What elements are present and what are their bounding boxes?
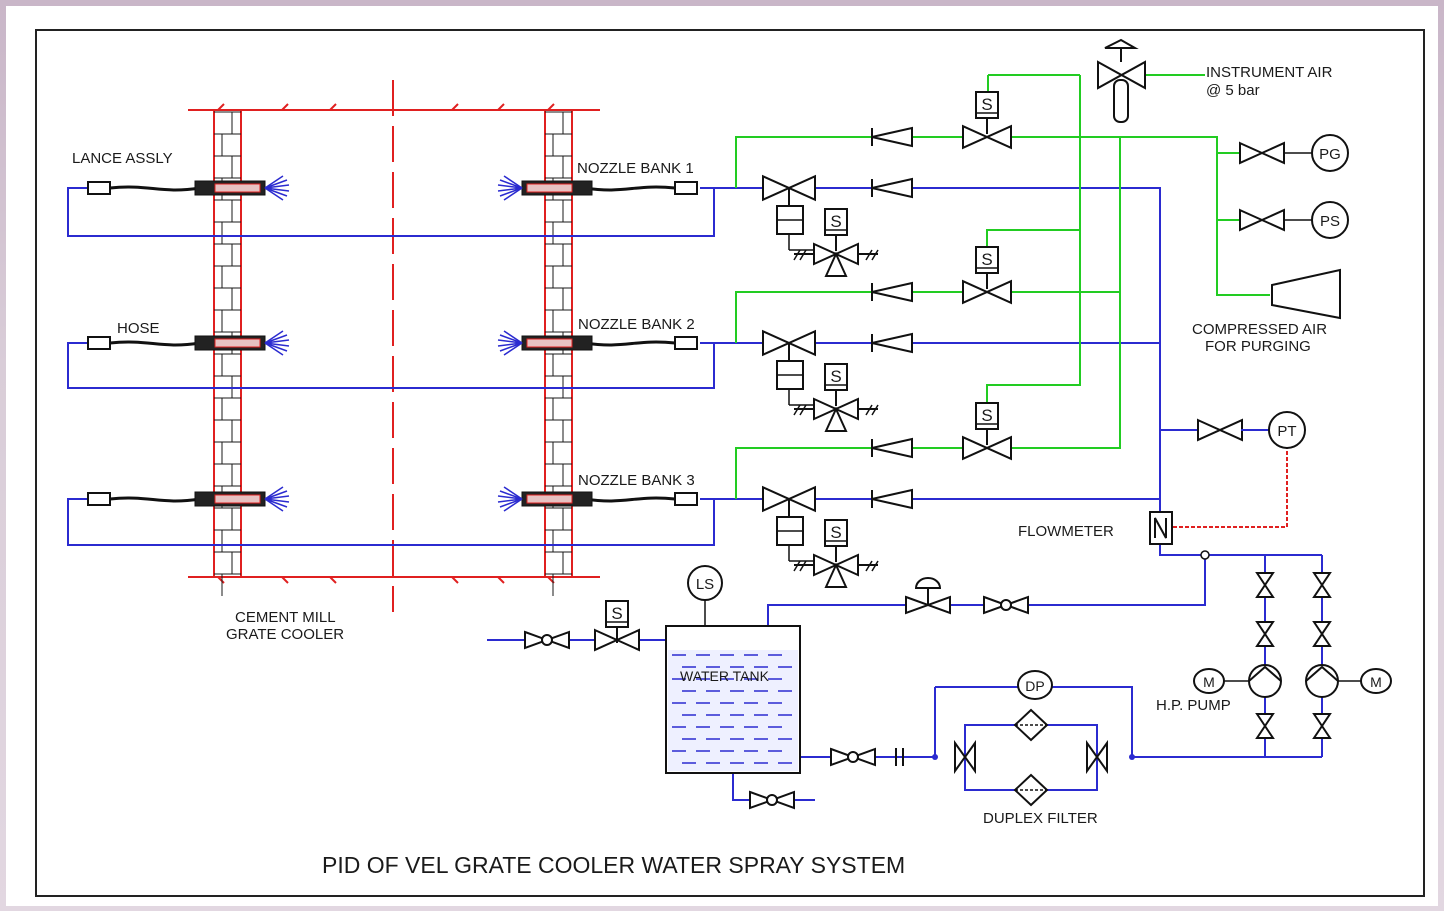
solenoid-water-1: S [824,208,848,251]
lance-right-3 [497,486,698,512]
solenoid-s-label: S [611,604,622,623]
motor-left: M [1193,668,1249,694]
solenoid-s-label: S [830,212,841,231]
air-filter-regulator [1097,38,1146,123]
solenoid-water-2: S [824,363,848,406]
check-valve-air-3 [871,437,913,459]
hp-pump-1 [1248,664,1282,698]
drawing-frame [35,29,1425,897]
instrument-dp-label: DP [1025,678,1044,694]
solenoid-water-3: S [824,519,848,562]
instrument-ls: LS [687,565,723,626]
label-water-tank: WATER TANK [680,668,770,684]
instrument-pt-label: PT [1277,423,1296,440]
label-lance-assly: LANCE ASSLY [72,150,173,167]
pump-suction-valve-2 [1312,572,1332,598]
pump-check-valve-1 [1255,621,1275,647]
solenoid-air-2: S [975,246,999,289]
label-instrument-air-2: @ 5 bar [1206,82,1260,99]
label-duplex-filter: DUPLEX FILTER [983,810,1098,827]
label-compressed-air-1: COMPRESSED AIR [1192,321,1327,338]
solenoid-air-3: S [975,402,999,445]
motor-left-label: M [1203,674,1215,690]
three-way-valve-3 [793,553,879,588]
filter-element-1 [1013,708,1049,742]
lance-left-3 [87,486,290,512]
filter-junction-in [932,754,938,760]
ball-valve-inlet [524,630,570,650]
label-cooler-line1: CEMENT MILL [235,609,336,626]
ball-valve-return [983,595,1029,615]
three-way-valve-1 [793,242,879,277]
instrument-ps: PS [1285,201,1349,239]
lance-right-2 [497,330,698,356]
instrument-pg: PG [1285,134,1349,172]
instrument-pg-label: PG [1319,146,1341,163]
label-nozzle-bank-2: NOZZLE BANK 2 [578,316,695,333]
solenoid-s-label: S [830,523,841,542]
instrument-ps-label: PS [1320,213,1340,230]
filter-junction-out [1129,754,1135,760]
filter-three-way-1 [954,739,976,775]
instrument-ls-label: LS [696,576,714,593]
label-hose: HOSE [117,320,160,337]
air-valve-1 [962,124,1012,150]
label-nozzle-bank-3: NOZZLE BANK 3 [578,472,695,489]
solenoid-air-1: S [975,91,999,134]
pump-suction-valve-1 [1255,572,1275,598]
check-valve-water-3 [871,488,913,510]
check-valve-air-1 [871,126,913,148]
label-instrument-air-1: INSTRUMENT AIR [1206,64,1333,81]
air-nozzle-outlet [1271,268,1341,320]
pid-diagram: S S S S S S S LANCE ASSLY HOSE NOZZLE BANK 1 N… [35,29,1425,897]
pump-discharge-valve-2 [1312,713,1332,739]
label-flowmeter: FLOWMETER [1018,523,1114,540]
label-nozzle-bank-1: NOZZLE BANK 1 [577,160,694,177]
diagram-sheet: S S S S S S S LANCE ASSLY HOSE NOZZLE BANK 1 N… [6,6,1438,906]
filter-three-way-2 [1086,739,1108,775]
solenoid-s-label: S [981,406,992,425]
solenoid-s-label: S [981,250,992,269]
motor-right-label: M [1370,674,1382,690]
tee-junction [1200,550,1210,560]
air-valve-3 [962,435,1012,461]
ball-valve-drain [749,790,795,810]
instrument-dp: DP [1017,670,1053,700]
solenoid-inlet: S [605,600,629,643]
solenoid-s-label: S [830,367,841,386]
check-valve-water-1 [871,177,913,199]
label-hp-pump: H.P. PUMP [1156,697,1231,714]
ps-isolation-valve [1239,208,1285,232]
filter-element-2 [1013,773,1049,807]
three-way-valve-2 [793,397,879,432]
strainer-union [895,748,904,766]
lance-left-1 [87,175,290,201]
pump-check-valve-2 [1312,621,1332,647]
motor-right: M [1338,668,1392,694]
control-valve-return [905,577,951,615]
symbols-layer: S S S S S S S [87,38,1339,810]
air-valve-2 [962,279,1012,305]
pump-discharge-valve-1 [1255,713,1275,739]
lance-right-1 [497,175,698,201]
hp-pump-2 [1305,664,1339,698]
lance-left-2 [87,330,290,356]
water-tank [665,625,801,774]
check-valve-water-2 [871,332,913,354]
pt-isolation-valve [1197,418,1243,442]
signal-line [1172,445,1288,528]
instrument-pt: PT [1241,411,1306,449]
solenoid-s-label: S [981,95,992,114]
diagram-title: PID OF VEL GRATE COOLER WATER SPRAY SYST… [322,852,905,878]
label-compressed-air-2: FOR PURGING [1205,338,1311,355]
ball-valve-tank-outlet [830,747,876,767]
brick-pattern [214,111,572,596]
check-valve-air-2 [871,281,913,303]
pg-isolation-valve [1239,141,1285,165]
label-cooler-line2: GRATE COOLER [226,626,344,643]
